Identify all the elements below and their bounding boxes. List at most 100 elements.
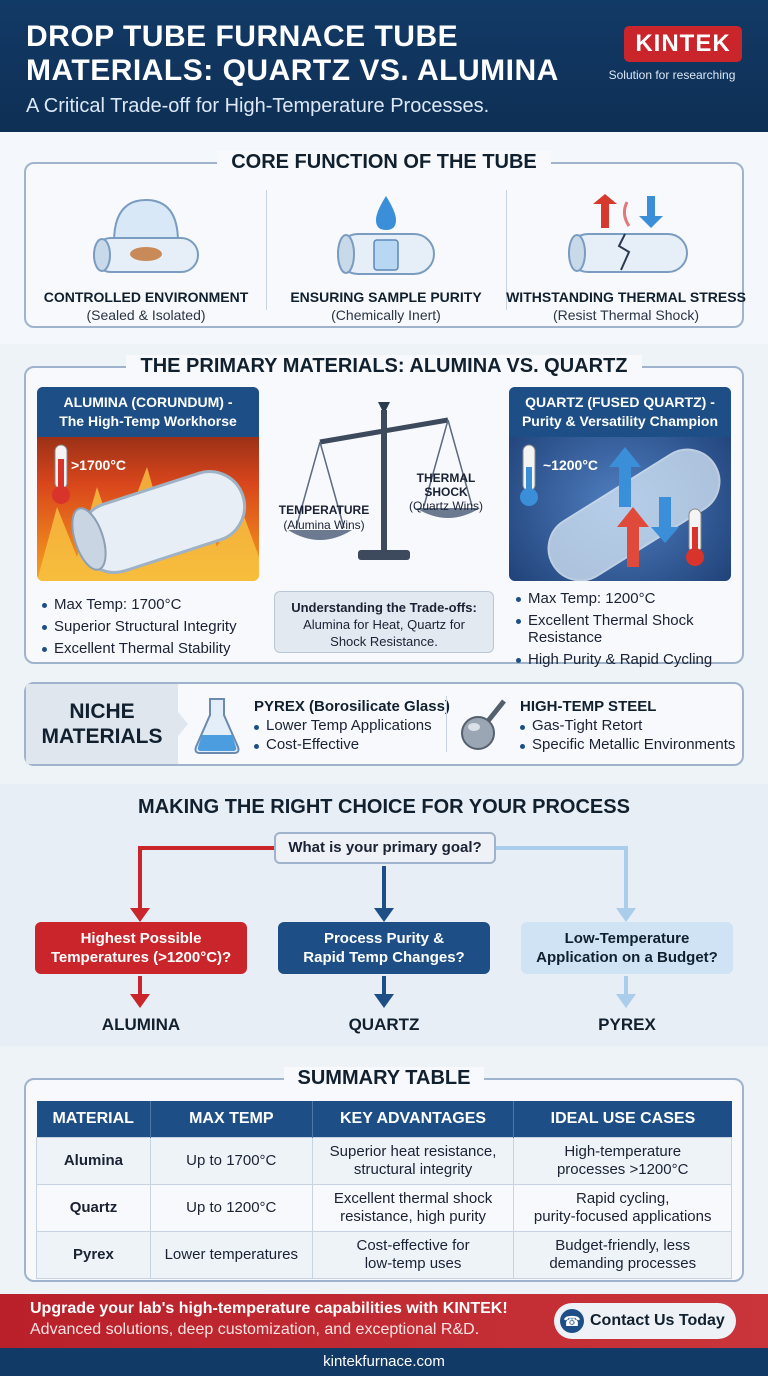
- cell-line: resistance, high purity: [340, 1207, 486, 1225]
- cell-line: Rapid cycling,: [576, 1189, 670, 1207]
- table-row: Quartz Up to 1200°C Excellent thermal sh…: [36, 1183, 732, 1232]
- option-purity: Process Purity & Rapid Temp Changes?: [278, 922, 490, 974]
- steel-title: HIGH-TEMP STEEL: [520, 698, 657, 715]
- list-item: Gas-Tight Retort: [518, 716, 735, 735]
- result-pyrex: PYREX: [598, 1015, 656, 1034]
- cell-line: Budget-friendly, less: [555, 1236, 691, 1254]
- core-item-purity: ENSURING SAMPLE PURITY (Chemically Inert…: [266, 194, 506, 323]
- tradeoff-text: Alumina for Heat, Quartz for: [303, 617, 465, 632]
- option-line: Temperatures (>1200°C)?: [50, 949, 232, 966]
- cell-use-cases: Rapid cycling,purity-focused application…: [513, 1183, 732, 1232]
- cell-line: Excellent thermal shock: [333, 1189, 493, 1207]
- choice-title: MAKING THE RIGHT CHOICE FOR YOUR PROCESS: [138, 796, 630, 818]
- niche-label-line: NICHE: [69, 700, 135, 723]
- contact-us-button[interactable]: ☎ Contact Us Today: [554, 1303, 736, 1339]
- scale-right-sub: (Quartz Wins): [408, 499, 483, 513]
- divider: [446, 696, 447, 752]
- cell-advantages: Superior heat resistance,structural inte…: [311, 1136, 515, 1185]
- scale-right-label-line: SHOCK: [424, 485, 468, 499]
- cell-max-temp: Up to 1700°C: [149, 1136, 313, 1185]
- alumina-bullets: Max Temp: 1700°C Superior Structural Int…: [40, 594, 270, 660]
- list-item: High Purity & Rapid Cycling: [514, 649, 736, 671]
- alumina-subtitle: The High-Temp Workhorse: [59, 413, 237, 429]
- summary-title: SUMMARY TABLE: [283, 1067, 485, 1089]
- table-row: Alumina Up to 1700°C Superior heat resis…: [36, 1136, 732, 1185]
- result-alumina: ALUMINA: [101, 1015, 181, 1034]
- table-row: Pyrex Lower temperatures Cost-effective …: [36, 1230, 732, 1279]
- logo-tagline: Solution for researching: [608, 68, 736, 82]
- cell-line: structural integrity: [353, 1160, 473, 1178]
- result-quartz: QUARTZ: [348, 1015, 420, 1034]
- flask-icon: [194, 698, 240, 754]
- option-budget: Low-Temperature Application on a Budget?: [521, 922, 733, 974]
- list-item: Lower Temp Applications: [252, 716, 432, 735]
- quartz-bullets: Max Temp: 1200°C Excellent Thermal Shock…: [514, 588, 736, 671]
- balance-scale-icon: [288, 402, 480, 560]
- cta-banner: Upgrade your lab's high-temperature capa…: [0, 1294, 768, 1348]
- core-item-stress: WITHSTANDING THERMAL STRESS (Resist Ther…: [506, 194, 746, 323]
- alumina-card: ALUMINA (CORUNDUM) - The High-Temp Workh…: [37, 387, 259, 581]
- divider: [506, 190, 507, 310]
- cell-material: Alumina: [36, 1136, 151, 1185]
- list-item: Cost-Effective: [252, 735, 432, 754]
- retort-icon: [461, 699, 506, 750]
- core-sub: (Sealed & Isolated): [86, 307, 206, 323]
- tradeoff-text: Shock Resistance.: [330, 634, 438, 649]
- col-header: IDEAL USE CASES: [513, 1101, 732, 1137]
- list-item: Specific Metallic Environments: [518, 735, 735, 754]
- footer-url[interactable]: kintekfurnace.com: [0, 1348, 768, 1376]
- list-item: Max Temp: 1200°C: [514, 588, 736, 610]
- dome-tube-icon: [93, 198, 199, 273]
- quartz-card: QUARTZ (FUSED QUARTZ) - Purity & Versati…: [509, 387, 731, 581]
- core-sub: (Chemically Inert): [331, 307, 441, 323]
- core-sub: (Resist Thermal Shock): [552, 307, 699, 323]
- quartz-title: QUARTZ (FUSED QUARTZ) -: [525, 394, 715, 410]
- cell-max-temp: Up to 1200°C: [149, 1183, 313, 1232]
- cell-line: Cost-effective for: [356, 1236, 470, 1254]
- alumina-temp-badge: >1700°C: [71, 457, 127, 473]
- scale-right-label: THERMAL SHOCK: [398, 471, 494, 499]
- core-label: CONTROLLED ENVIRONMENT: [43, 289, 249, 305]
- pyrex-bullets: Lower Temp Applications Cost-Effective: [252, 716, 432, 754]
- list-item: Excellent Thermal Shock Resistance: [514, 610, 736, 649]
- list-item: Superior Structural Integrity: [40, 616, 270, 638]
- pyrex-title: PYREX (Borosilicate Glass): [254, 698, 450, 715]
- option-line: Application on a Budget?: [536, 949, 718, 966]
- contact-us-label: Contact Us Today: [590, 1312, 725, 1329]
- cell-material: Quartz: [36, 1183, 151, 1232]
- core-title: CORE FUNCTION OF THE TUBE: [217, 151, 551, 173]
- niche-arrow: [178, 712, 188, 736]
- alumina-header: ALUMINA (CORUNDUM) - The High-Temp Workh…: [37, 387, 259, 437]
- cell-line: low-temp uses: [364, 1254, 462, 1272]
- cell-material: Pyrex: [36, 1230, 151, 1279]
- cell-line: demanding processes: [549, 1254, 697, 1272]
- page-title: DROP TUBE FURNACE TUBE MATERIALS: QUARTZ…: [26, 20, 559, 87]
- cell-line: processes >1200°C: [556, 1160, 689, 1178]
- col-header: MAX TEMP: [150, 1101, 313, 1137]
- core-item-environment: CONTROLLED ENVIRONMENT (Sealed & Isolate…: [26, 194, 266, 323]
- scale-left-label: TEMPERATURE: [278, 503, 370, 517]
- cell-max-temp: Lower temperatures: [149, 1230, 313, 1279]
- option-line: Highest Possible: [80, 930, 202, 947]
- cell-line: High-temperature: [564, 1142, 682, 1160]
- cracked-tube-icon: [568, 194, 688, 273]
- page-subtitle: A Critical Trade-off for High-Temperatur…: [26, 95, 490, 117]
- cta-headline: Upgrade your lab's high-temperature capa…: [30, 1300, 508, 1317]
- core-label: ENSURING SAMPLE PURITY: [290, 289, 482, 305]
- cta-subline: Advanced solutions, deep customization, …: [30, 1321, 480, 1338]
- core-panel: CORE FUNCTION OF THE TUBE CONTROLLED ENV…: [24, 151, 746, 328]
- core-label: WITHSTANDING THERMAL STRESS: [506, 289, 746, 305]
- droplet-beaker-icon: [337, 196, 435, 275]
- quartz-header: QUARTZ (FUSED QUARTZ) - Purity & Versati…: [509, 387, 731, 437]
- col-header: KEY ADVANTAGES: [312, 1101, 515, 1137]
- alumina-title: ALUMINA (CORUNDUM) -: [63, 394, 233, 410]
- option-line: Low-Temperature: [564, 930, 690, 947]
- decision-arrows: [130, 846, 636, 1008]
- tradeoff-box: Understanding the Trade-offs: Alumina fo…: [274, 591, 494, 653]
- summary-table: MATERIAL MAX TEMP KEY ADVANTAGES IDEAL U…: [36, 1101, 732, 1279]
- niche-label-line: MATERIALS: [41, 725, 163, 748]
